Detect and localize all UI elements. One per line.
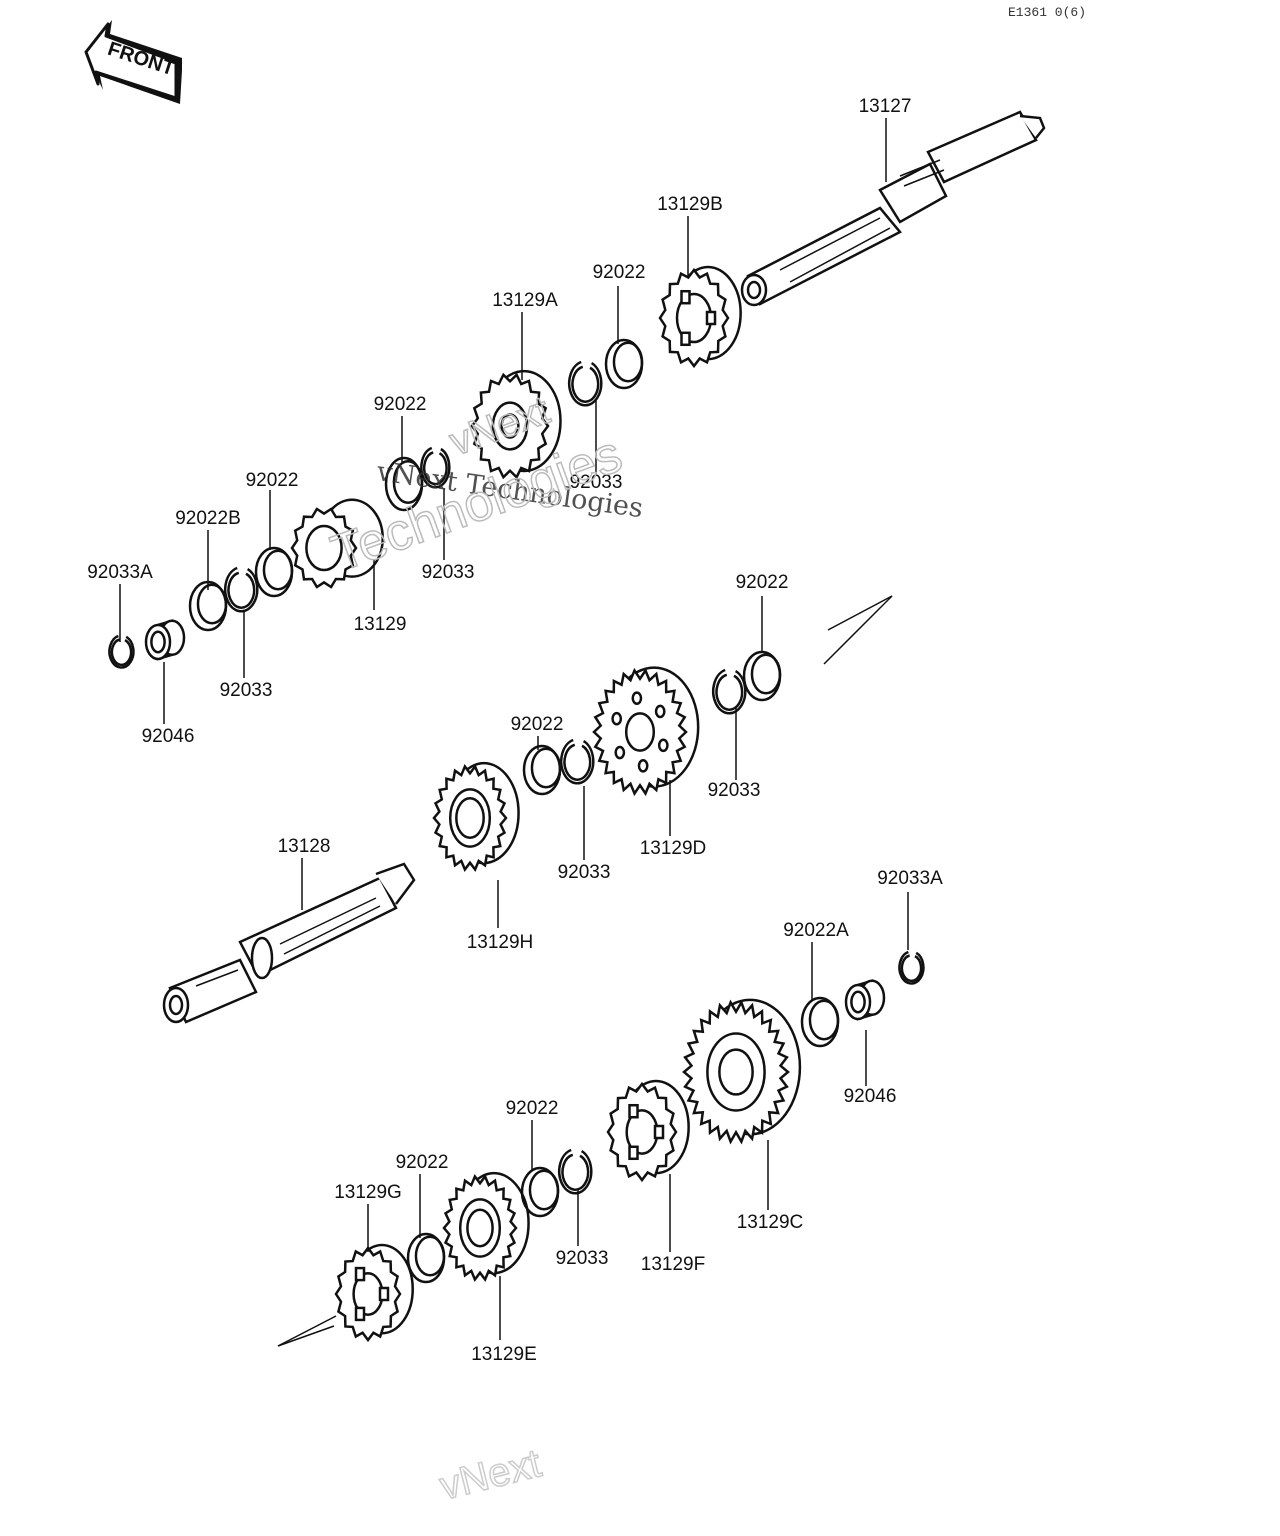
part-label-92033-f: 92033 (556, 1248, 609, 1269)
part-label-92033A-a: 92033A (87, 562, 153, 583)
washer-92022-g (406, 1232, 446, 1284)
axis-alignment-lines (277, 595, 893, 1347)
bearing-92046-a (144, 619, 186, 661)
main-shaft-13127 (740, 110, 1046, 307)
part-label-13129A: 13129A (492, 290, 558, 311)
part-label-13129F: 13129F (641, 1254, 705, 1275)
part-label-13129E: 13129E (471, 1344, 537, 1365)
part-label-92046-a: 92046 (142, 726, 195, 747)
part-label-13129D: 13129D (640, 838, 707, 859)
part-label-13129B: 13129B (657, 194, 723, 215)
part-label-92022-g: 92022 (396, 1152, 449, 1173)
gear-13129E (442, 1171, 530, 1282)
part-label-92033-d: 92033 (708, 780, 761, 801)
gear-13129B (658, 265, 742, 369)
washer-92022-c (254, 546, 294, 598)
washer-92022-f (520, 1166, 560, 1218)
washer-92022A (800, 996, 840, 1048)
gear-13129 (290, 498, 384, 589)
part-label-92022-b: 92022 (374, 394, 427, 415)
part-label-13129C: 13129C (737, 1212, 804, 1233)
part-label-92033-e: 92033 (558, 862, 611, 883)
counter-shaft-13128 (162, 862, 416, 1024)
watermark-bottom: vNext (436, 1441, 546, 1508)
part-label-92022-e: 92022 (511, 714, 564, 735)
part-label-13127: 13127 (859, 96, 912, 117)
gear-13129H (432, 761, 520, 872)
bearing-92046-b (844, 979, 886, 1021)
snap-ring-92033-e (560, 738, 595, 785)
snap-ring-92033-b (420, 446, 451, 489)
part-label-92033A-b: 92033A (877, 868, 943, 889)
front-arrow-icon: FRONT (84, 20, 182, 104)
washer-92022-b (384, 456, 424, 512)
diagram-ref-code: E1361 0(6) (1008, 5, 1086, 20)
part-label-13129: 13129 (354, 614, 407, 635)
part-label-92022-a: 92022 (593, 262, 646, 283)
snap-ring-92033A-a (108, 634, 135, 669)
snap-ring-92033-f (558, 1148, 593, 1195)
part-label-92033-c: 92033 (220, 680, 273, 701)
snap-ring-92033-c (224, 566, 259, 613)
part-label-92046-b: 92046 (844, 1086, 897, 1107)
part-label-92022-d: 92022 (736, 572, 789, 593)
part-label-13128: 13128 (278, 836, 331, 857)
washer-92022-e (522, 744, 562, 796)
part-label-13129G: 13129G (334, 1182, 402, 1203)
gear-13129A (470, 369, 562, 480)
gear-13129C (682, 998, 802, 1145)
snap-ring-92033-d (712, 668, 747, 715)
snap-ring-92033A-b (898, 950, 925, 985)
part-label-13129H: 13129H (467, 932, 534, 953)
part-label-92022-c: 92022 (246, 470, 299, 491)
part-label-92033-b: 92033 (422, 562, 475, 583)
gear-13129D (592, 666, 700, 797)
gear-13129F (606, 1079, 690, 1183)
part-label-92022B: 92022B (175, 508, 241, 529)
part-label-92022-f: 92022 (506, 1098, 559, 1119)
part-label-92022A: 92022A (783, 920, 849, 941)
gear-13129G (334, 1243, 414, 1343)
part-label-92033-a: 92033 (570, 472, 623, 493)
washer-92022-a (604, 338, 644, 390)
snap-ring-92033-a (568, 360, 603, 407)
washer-92022-d (742, 650, 782, 702)
